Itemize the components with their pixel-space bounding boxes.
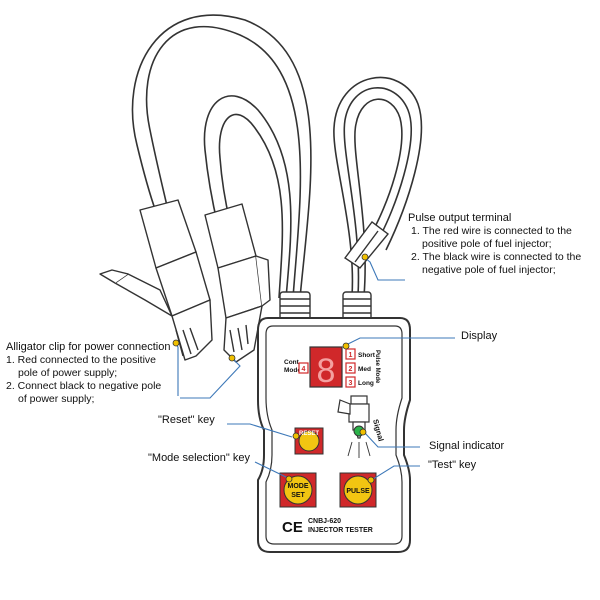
alligator-annotation: Alligator clip for power connection 1. R…	[6, 341, 170, 406]
reset-button-label: RESET	[299, 431, 319, 437]
pulse-output-line-3: 2. The black wire is connected to the	[411, 251, 582, 263]
pulse-mode-list: 1 Short 2 Med 3 Long	[345, 348, 376, 388]
tester-body	[257, 291, 411, 553]
pulse-cable	[333, 76, 423, 297]
alligator-title: Alligator clip for power connection	[6, 341, 171, 353]
pulse-mode-label-1: Short	[358, 352, 376, 359]
alligator-line-4: of power supply;	[18, 393, 95, 405]
red-alligator-clip	[99, 199, 213, 361]
pulse-mode-label-2: Med	[358, 366, 371, 373]
cont-mode-label-1: Cont.	[284, 359, 301, 366]
pulse-mode-box-2	[345, 362, 356, 374]
mode-set-label-2: SET	[291, 492, 305, 499]
reset-key-callout: "Reset" key	[158, 414, 215, 426]
alligator-line-2: pole of power supply;	[18, 367, 118, 379]
test-key-callout: "Test" key	[428, 459, 477, 471]
display-callout: Display	[461, 330, 498, 342]
pulse-output-title: Pulse output terminal	[408, 212, 512, 224]
pulse-output-line-2: positive pole of fuel injector;	[422, 238, 552, 250]
pulse-output-line-4: negative pole of fuel injector;	[422, 264, 556, 276]
pulse-output-annotation: Pulse output terminal 1. The red wire is…	[408, 212, 581, 277]
mode-set-button[interactable]	[279, 472, 317, 508]
pulse-mode-box-1	[345, 348, 356, 360]
cont-mode-number: 4	[302, 366, 306, 373]
product-name: INJECTOR TESTER	[308, 527, 373, 534]
pulse-mode-box-3	[345, 376, 356, 388]
ce-mark: CE	[282, 519, 303, 536]
pulse-terminal	[343, 221, 390, 269]
pulse-button-label: PULSE	[346, 488, 370, 495]
mode-key-callout: "Mode selection" key	[148, 452, 250, 464]
reset-button[interactable]	[294, 427, 324, 455]
pulse-mode-number-1: 1	[349, 352, 353, 359]
black-alligator-clip	[204, 203, 271, 363]
cont-mode-label-2: Mode	[284, 367, 301, 374]
pulse-mode-number-2: 2	[349, 366, 353, 373]
alligator-line-3: 2. Connect black to negative pole	[6, 380, 162, 392]
power-cables	[131, 14, 312, 299]
mode-set-label-1: MODE	[288, 483, 309, 490]
seven-segment-display: 8	[309, 346, 343, 390]
display-digit: 8	[317, 352, 336, 390]
callout-markers	[172, 253, 375, 484]
signal-indicator-callout: Signal indicator	[429, 440, 505, 452]
pulse-mode-number-3: 3	[349, 380, 353, 387]
pulse-output-line-1: 1. The red wire is connected to the	[411, 225, 572, 237]
model-number: CNBJ-620	[308, 518, 341, 525]
alligator-line-1: 1. Red connected to the positive	[6, 354, 157, 366]
pulse-mode-label-3: Long	[358, 380, 374, 387]
pulse-mode-label: Pulse Mode	[374, 350, 380, 384]
